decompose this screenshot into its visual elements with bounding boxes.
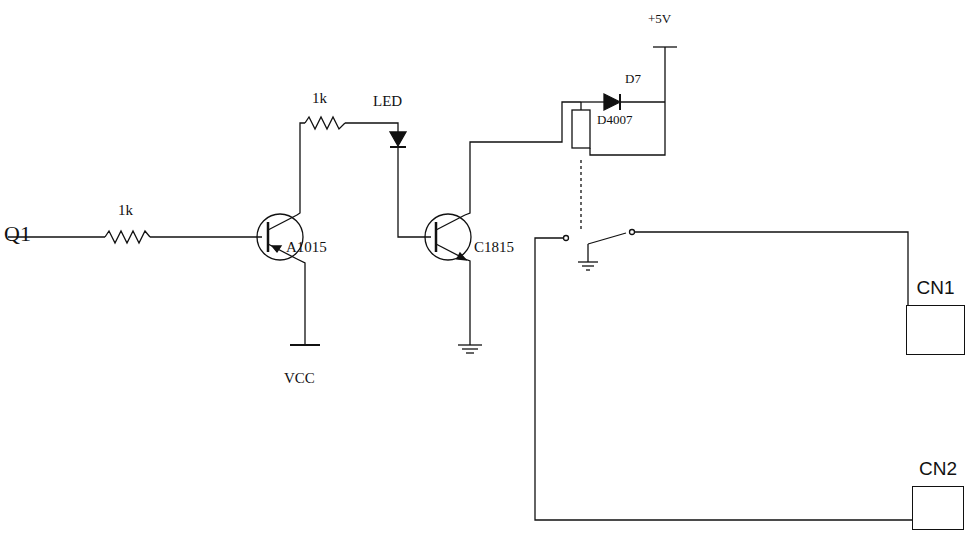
part-label: 1k [118,203,133,218]
ground-symbol [586,269,590,270]
wire [297,123,305,215]
diode-symbol [604,94,620,110]
relay-linkage [580,160,581,230]
resistor-symbol [105,231,150,243]
wire [535,238,912,520]
connector-box [906,305,965,355]
resistor-symbol [305,117,345,129]
ground-symbol [462,348,478,349]
transistor-collector [268,215,297,230]
part-label: 1k [312,91,327,106]
wire [150,236,262,237]
part-label: Q1 [4,223,31,245]
connector-name: CN2 [912,458,964,480]
ground-symbol [458,344,482,345]
connector-block: CN1 [906,277,965,355]
part-label: D7 [625,72,641,85]
ground-symbol [578,261,598,262]
transistor-emitter [436,244,465,259]
wire [345,123,398,132]
vcc-rail [290,344,320,346]
wire [465,102,581,215]
wire [590,47,665,155]
wire [587,244,588,262]
wire [620,101,665,102]
emitter-arrow [457,253,466,260]
ground-symbol [466,352,474,353]
part-label: D4007 [597,113,632,126]
wire [398,147,431,237]
ground-symbol [582,265,594,266]
emitter-arrow [272,246,281,252]
wire [635,232,908,333]
connector-block: CN2 [912,458,964,530]
connector-name: CN1 [906,277,965,299]
switch-contact [564,236,569,241]
part-label: A1015 [286,240,327,255]
switch-contact [630,230,635,235]
transistor-symbol [425,214,471,260]
part-label: LED [373,94,402,109]
part-label: +5V [648,12,671,25]
connector-box [912,486,964,530]
relay-coil [572,110,590,148]
transistor-base [267,222,270,252]
switch-blade [588,233,626,244]
part-label: C1815 [474,240,514,255]
wire [297,259,305,345]
wire [581,101,604,102]
transistor-collector [436,215,465,230]
wire [580,102,581,110]
wire [465,259,470,345]
part-label: VCC [284,371,315,386]
led-symbol [390,132,406,146]
transistor-base [435,222,438,252]
